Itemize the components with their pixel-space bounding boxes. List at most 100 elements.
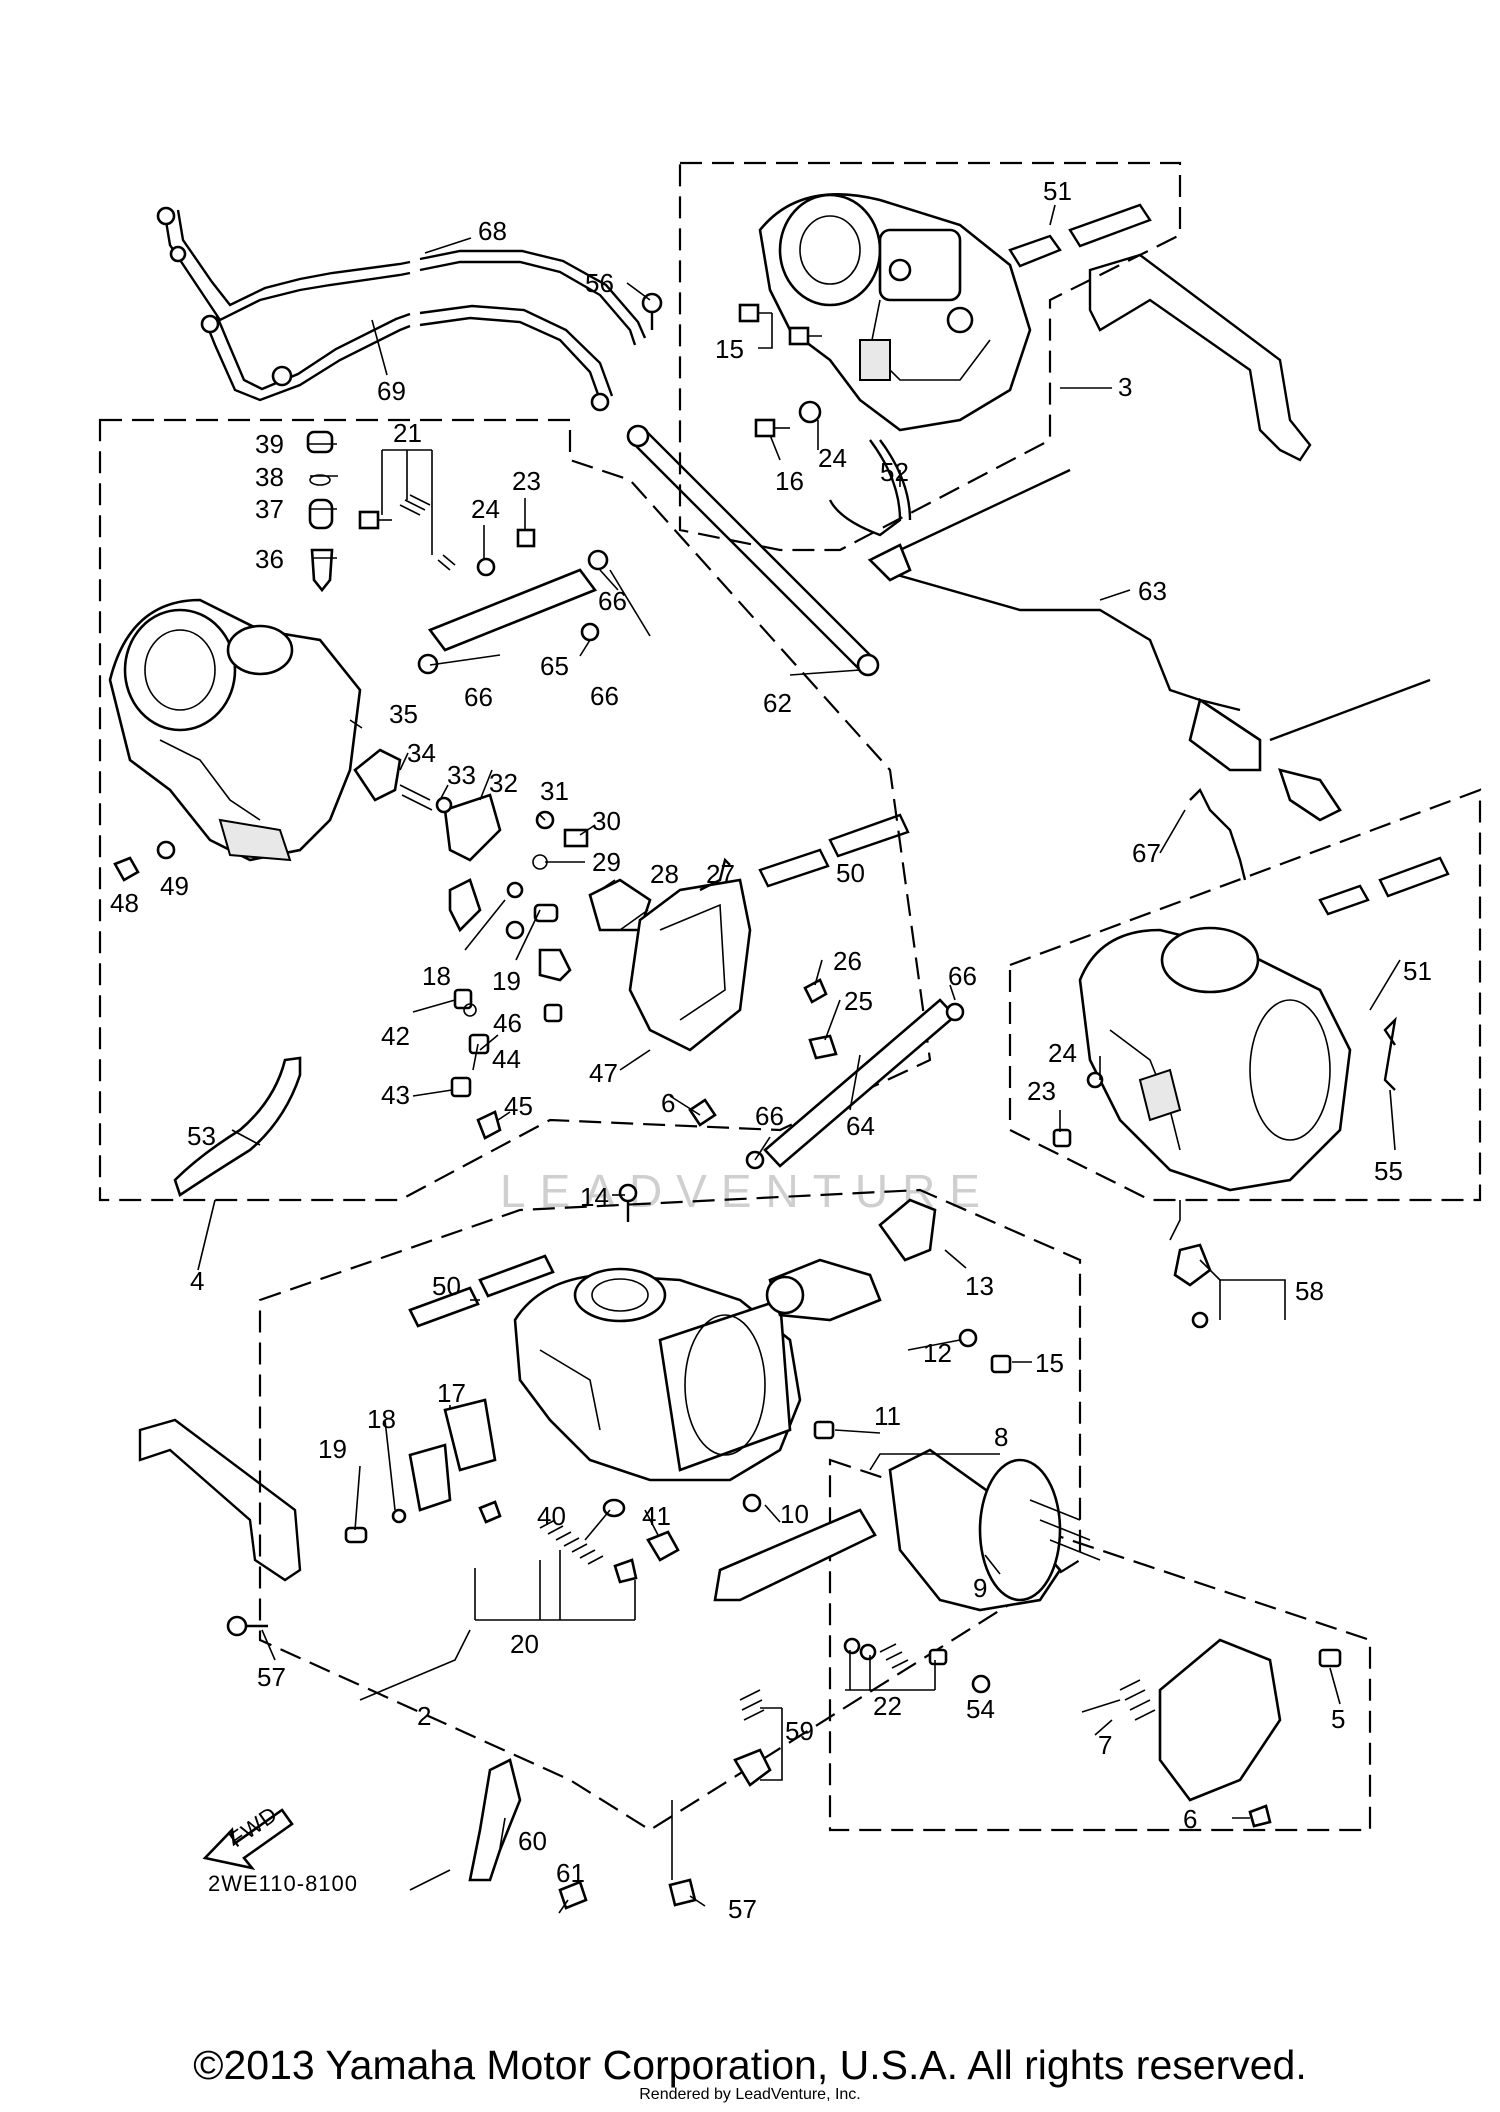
fuel-hose-69 bbox=[200, 304, 614, 412]
callout-3: 3 bbox=[1118, 372, 1132, 402]
pipe-64 bbox=[745, 998, 965, 1170]
callout-21: 21 bbox=[393, 418, 422, 448]
callout-40: 40 bbox=[537, 1501, 566, 1531]
callout-19-lower: 19 bbox=[318, 1434, 347, 1464]
jet-stack-36-39 bbox=[306, 430, 334, 593]
spring-set-20 bbox=[478, 1500, 638, 1584]
callout-36: 36 bbox=[255, 544, 284, 574]
callout-26: 26 bbox=[833, 946, 862, 976]
funnel-9 bbox=[888, 1448, 1101, 1612]
screw-set-15-top bbox=[738, 303, 822, 346]
callout-50: 50 bbox=[836, 858, 865, 888]
callout-42: 42 bbox=[381, 1021, 410, 1051]
spring-22 bbox=[843, 1637, 948, 1669]
connector-hose-51-top bbox=[1008, 203, 1152, 268]
boundary-assembly-3 bbox=[678, 161, 1182, 552]
callout-12: 12 bbox=[923, 1338, 952, 1368]
rendered-by-note: Rendered by LeadVenture, Inc. bbox=[639, 2086, 861, 2103]
callout-23-right: 23 bbox=[1027, 1076, 1056, 1106]
callout-51: 51 bbox=[1043, 176, 1072, 206]
callout-49: 49 bbox=[160, 871, 189, 901]
callout-41: 41 bbox=[642, 1501, 671, 1531]
callout-66-d: 66 bbox=[948, 961, 977, 991]
callout-65: 65 bbox=[540, 651, 569, 681]
callout-28: 28 bbox=[650, 859, 679, 889]
pin-19-18 bbox=[344, 1508, 407, 1544]
bracket-left-lower bbox=[138, 1418, 302, 1582]
callout-23: 23 bbox=[512, 466, 541, 496]
plate-60 bbox=[468, 1758, 522, 1882]
throttle-part-58 bbox=[1173, 1243, 1212, 1329]
callout-4: 4 bbox=[190, 1266, 204, 1296]
small-parts-42-46 bbox=[450, 988, 563, 1140]
spring-67 bbox=[1189, 787, 1247, 881]
callout-69: 69 bbox=[377, 376, 406, 406]
callout-54: 54 bbox=[966, 1694, 995, 1724]
callout-38: 38 bbox=[255, 462, 284, 492]
callout-33: 33 bbox=[447, 760, 476, 790]
callout-66-a: 66 bbox=[598, 586, 627, 616]
callout-52: 52 bbox=[880, 457, 909, 487]
callout-5: 5 bbox=[1331, 1704, 1345, 1734]
bracket-17 bbox=[408, 1398, 497, 1512]
callout-11: 11 bbox=[874, 1401, 901, 1431]
part-code: 2WE110-8100 bbox=[208, 1871, 358, 1896]
hose-parts-18-19 bbox=[506, 881, 572, 982]
callout-6-mid: 6 bbox=[661, 1088, 675, 1118]
screw-16 bbox=[754, 418, 790, 438]
callout-59: 59 bbox=[785, 1716, 814, 1746]
connector-hose-51-right bbox=[1318, 856, 1450, 916]
screw-14 bbox=[618, 1183, 638, 1222]
screw-set-21 bbox=[358, 494, 456, 571]
callout-9: 9 bbox=[973, 1573, 987, 1603]
callout-35: 35 bbox=[389, 699, 418, 729]
callout-labels: 68 69 56 51 3 15 24 16 52 39 38 37 36 21… bbox=[110, 176, 1432, 1924]
callout-24-right: 24 bbox=[1048, 1038, 1077, 1068]
callout-32: 32 bbox=[489, 768, 518, 798]
callout-18: 18 bbox=[422, 961, 451, 991]
callout-58: 58 bbox=[1295, 1276, 1324, 1306]
callout-20: 20 bbox=[510, 1629, 539, 1659]
vent-hose-52 bbox=[828, 439, 912, 537]
callout-15: 15 bbox=[715, 334, 744, 364]
rod-62 bbox=[626, 424, 880, 677]
boundary-parts-5-9 bbox=[828, 1458, 1372, 1832]
parts-34-35 bbox=[353, 748, 433, 811]
screw-57-low bbox=[668, 1878, 697, 1907]
pipe-65 bbox=[417, 549, 609, 675]
parts-5-7 bbox=[1119, 1638, 1342, 1802]
callout-34: 34 bbox=[407, 738, 436, 768]
float-parts-28-33 bbox=[435, 793, 652, 940]
callout-68: 68 bbox=[478, 216, 507, 246]
copyright-notice: ©2013 Yamaha Motor Corporation, U.S.A. A… bbox=[193, 2042, 1307, 2088]
fwd-direction-arrow: FWD bbox=[202, 1801, 294, 1871]
callout-50-lower: 50 bbox=[432, 1271, 461, 1301]
callout-29: 29 bbox=[592, 847, 621, 877]
callout-39: 39 bbox=[255, 429, 284, 459]
connector-hose-50-lower bbox=[408, 1254, 555, 1328]
callout-31: 31 bbox=[540, 776, 569, 806]
callout-48: 48 bbox=[110, 888, 139, 918]
callout-57-left: 57 bbox=[257, 1662, 286, 1692]
callout-66-c: 66 bbox=[590, 681, 619, 711]
washer-24-left bbox=[476, 557, 496, 577]
callout-2: 2 bbox=[417, 1701, 431, 1731]
callout-30: 30 bbox=[592, 806, 621, 836]
callout-47: 47 bbox=[589, 1058, 618, 1088]
callout-55: 55 bbox=[1374, 1156, 1403, 1186]
callout-62: 62 bbox=[763, 688, 792, 718]
callout-17: 17 bbox=[437, 1378, 466, 1408]
callout-18-lower: 18 bbox=[367, 1404, 396, 1434]
callout-6-low: 6 bbox=[1183, 1804, 1197, 1834]
washer-24-top bbox=[798, 400, 822, 424]
boundary-assembly-1 bbox=[1008, 788, 1482, 1202]
callout-66-b: 66 bbox=[464, 682, 493, 712]
callout-22: 22 bbox=[873, 1691, 902, 1721]
callout-67: 67 bbox=[1132, 838, 1161, 868]
callout-57-low: 57 bbox=[728, 1894, 757, 1924]
callout-25: 25 bbox=[844, 986, 873, 1016]
callout-53: 53 bbox=[187, 1121, 216, 1151]
washer-54 bbox=[971, 1674, 991, 1694]
callout-15-lower: 15 bbox=[1035, 1348, 1064, 1378]
